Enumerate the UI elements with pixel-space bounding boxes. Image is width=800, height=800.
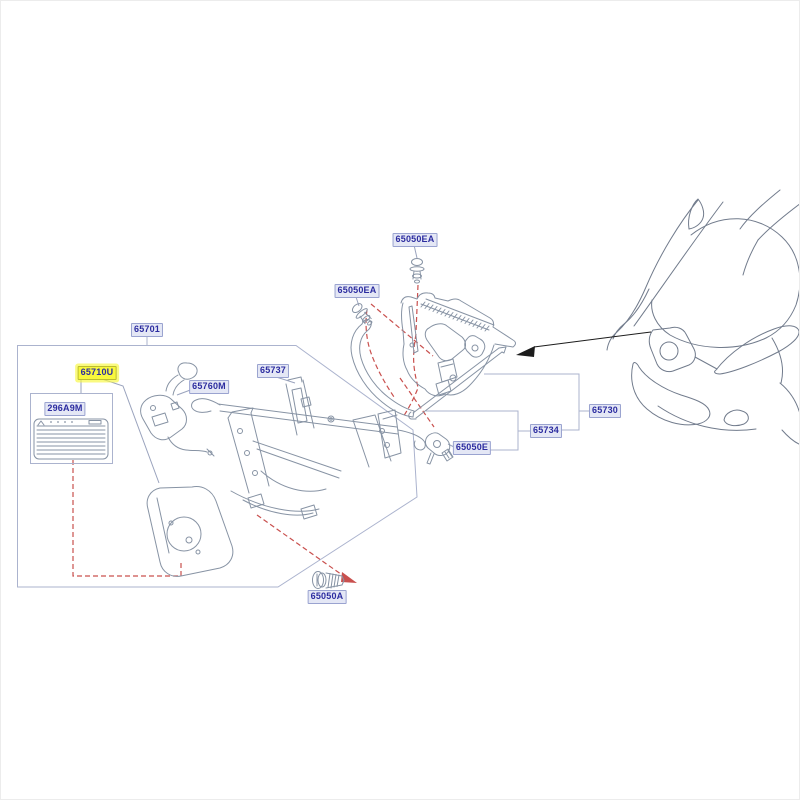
part-label-65710u: 65710U (77, 366, 117, 380)
part-label-65730: 65730 (588, 404, 622, 418)
part-label-65050a: 65050A (307, 590, 347, 604)
part-label-65050ea-left: 65050EA (334, 284, 380, 298)
grille-65730-drawing (350, 292, 516, 420)
clip-65050ea-left-drawing (351, 303, 373, 326)
group-outline-65701 (17, 336, 418, 588)
hood-sensor-65760m-drawing (140, 362, 215, 457)
part-label-65734: 65734 (529, 424, 563, 438)
part-label-65701: 65701 (130, 323, 164, 337)
stud-65050e-drawing (425, 432, 454, 465)
part-label-65737: 65737 (256, 364, 290, 378)
car-drawing (606, 189, 799, 445)
part-label-65050ea-top: 65050EA (392, 233, 438, 247)
red-arrowhead (341, 572, 357, 583)
red-dash-lines (72, 284, 435, 583)
part-label-65050e: 65050E (452, 441, 492, 455)
screw-65050a-drawing (312, 571, 345, 589)
clip-65050ea-top-drawing (409, 258, 425, 284)
pointer-arrow (516, 331, 652, 357)
part-label-65760m: 65760M (189, 380, 229, 394)
part-label-296a9m: 296A9M (44, 402, 86, 416)
frame-65737-drawing (191, 376, 426, 520)
hood-pad-drawing (146, 486, 234, 577)
bracket-lines (426, 373, 590, 451)
control-unit-296a9m-drawing (30, 393, 113, 464)
